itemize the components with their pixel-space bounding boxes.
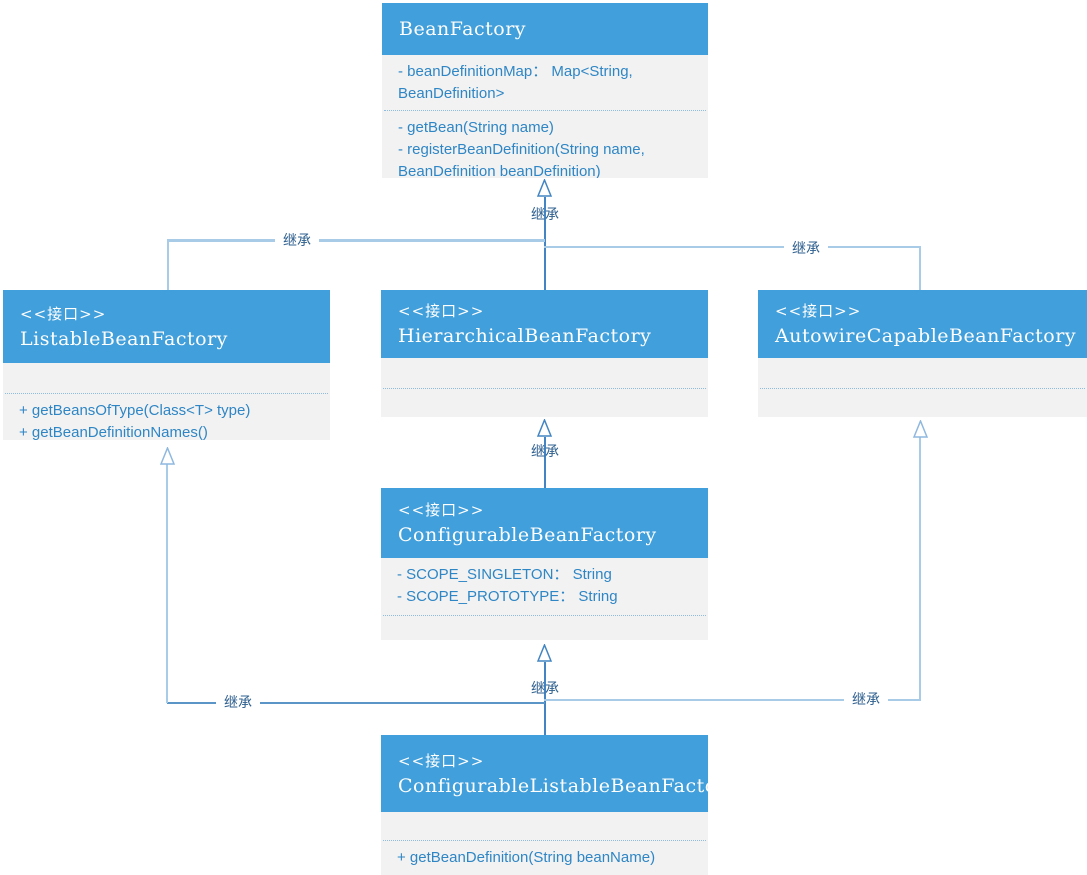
section-divider [383,615,706,616]
inheritance-label: 继承 [844,692,888,707]
inheritance-line [166,464,168,703]
methods-section [381,616,708,640]
class-name: ConfigurableListableBeanFactory [398,774,738,797]
methods-section: - getBean(String name) - registerBeanDef… [382,111,708,178]
class-header: <<接口>> AutowireCapableBeanFactory [758,290,1087,358]
class-header: <<接口>> ConfigurableListableBeanFactory [381,735,738,812]
class-box-listablebeanfactory: <<接口>> ListableBeanFactory + getBeansOfT… [3,290,330,440]
inheritance-label: 继承 [531,443,559,459]
section-divider [760,388,1085,389]
attributes-section [381,358,708,388]
method-line: - getBean(String name) [398,119,554,136]
section-divider [5,393,328,394]
inheritance-label: 继承 [216,695,260,710]
inheritance-arrowhead [537,179,552,197]
class-box-autowirecapablebeanfactory: <<接口>> AutowireCapableBeanFactory [758,290,1087,417]
inheritance-arrowhead [537,419,552,437]
class-header: <<接口>> HierarchicalBeanFactory [381,290,708,358]
inheritance-label: 继承 [275,233,319,248]
inheritance-line [544,246,921,248]
methods-section [758,389,1087,417]
inheritance-label: 继承 [531,206,559,222]
class-name: ConfigurableBeanFactory [398,524,657,546]
method-line: + getBeanDefinition(String beanName) [397,849,656,866]
stereotype-label: <<接口>> [398,302,485,320]
class-name: BeanFactory [399,18,527,40]
class-name: AutowireCapableBeanFactory [775,325,1077,347]
attribute-line: - SCOPE_PROTOTYPE： String [397,588,618,605]
stereotype-label: <<接口>> [775,302,862,320]
attributes-section [381,812,708,840]
inheritance-line [544,662,546,735]
methods-section: + getBeanDefinition(String beanName) [381,841,708,875]
inheritance-arrowhead [160,447,175,465]
methods-section: + getBeansOfType(Class<T> type) + getBea… [3,394,330,440]
inheritance-line [544,699,921,701]
section-divider [383,840,706,841]
class-box-beanfactory: BeanFactory - beanDefinitionMap： Map<Str… [382,3,708,178]
class-header: <<接口>> ListableBeanFactory [3,290,330,363]
section-divider [384,110,706,111]
attributes-section: - beanDefinitionMap： Map<String, BeanDef… [382,55,708,110]
inheritance-line [544,437,546,488]
class-box-configurablelistablebeanfactory: <<接口>> ConfigurableListableBeanFactory +… [381,735,738,875]
inheritance-line [167,702,545,704]
inheritance-label: 继承 [784,241,828,256]
class-header: <<接口>> ConfigurableBeanFactory [381,488,708,558]
attributes-section: - SCOPE_SINGLETON： String - SCOPE_PROTOT… [381,558,708,615]
inheritance-arrowhead [537,644,552,662]
class-name: HierarchicalBeanFactory [398,325,652,347]
inheritance-line [544,197,546,290]
method-line: + getBeanDefinitionNames() [19,424,208,440]
inheritance-label: 继承 [531,680,559,696]
inheritance-line [919,246,921,290]
inheritance-line [919,437,921,701]
stereotype-label: <<接口>> [20,304,107,323]
inheritance-line [167,239,169,290]
stereotype-label: <<接口>> [398,751,485,770]
method-line: - registerBeanDefinition(String name, Be… [398,141,645,178]
class-box-configurablebeanfactory: <<接口>> ConfigurableBeanFactory - SCOPE_S… [381,488,708,640]
methods-section [381,389,708,417]
attributes-section [758,358,1087,388]
class-box-hierarchicalbeanfactory: <<接口>> HierarchicalBeanFactory [381,290,708,417]
class-name: ListableBeanFactory [20,327,228,350]
section-divider [383,388,706,389]
attribute-line: - beanDefinitionMap： Map<String, BeanDef… [398,63,633,102]
inheritance-arrowhead [913,420,928,438]
attribute-line: - SCOPE_SINGLETON： String [397,566,612,583]
attributes-section [3,363,330,393]
method-line: + getBeansOfType(Class<T> type) [19,402,251,419]
inheritance-line [167,239,545,242]
stereotype-label: <<接口>> [398,501,485,519]
class-header: BeanFactory [382,3,708,55]
